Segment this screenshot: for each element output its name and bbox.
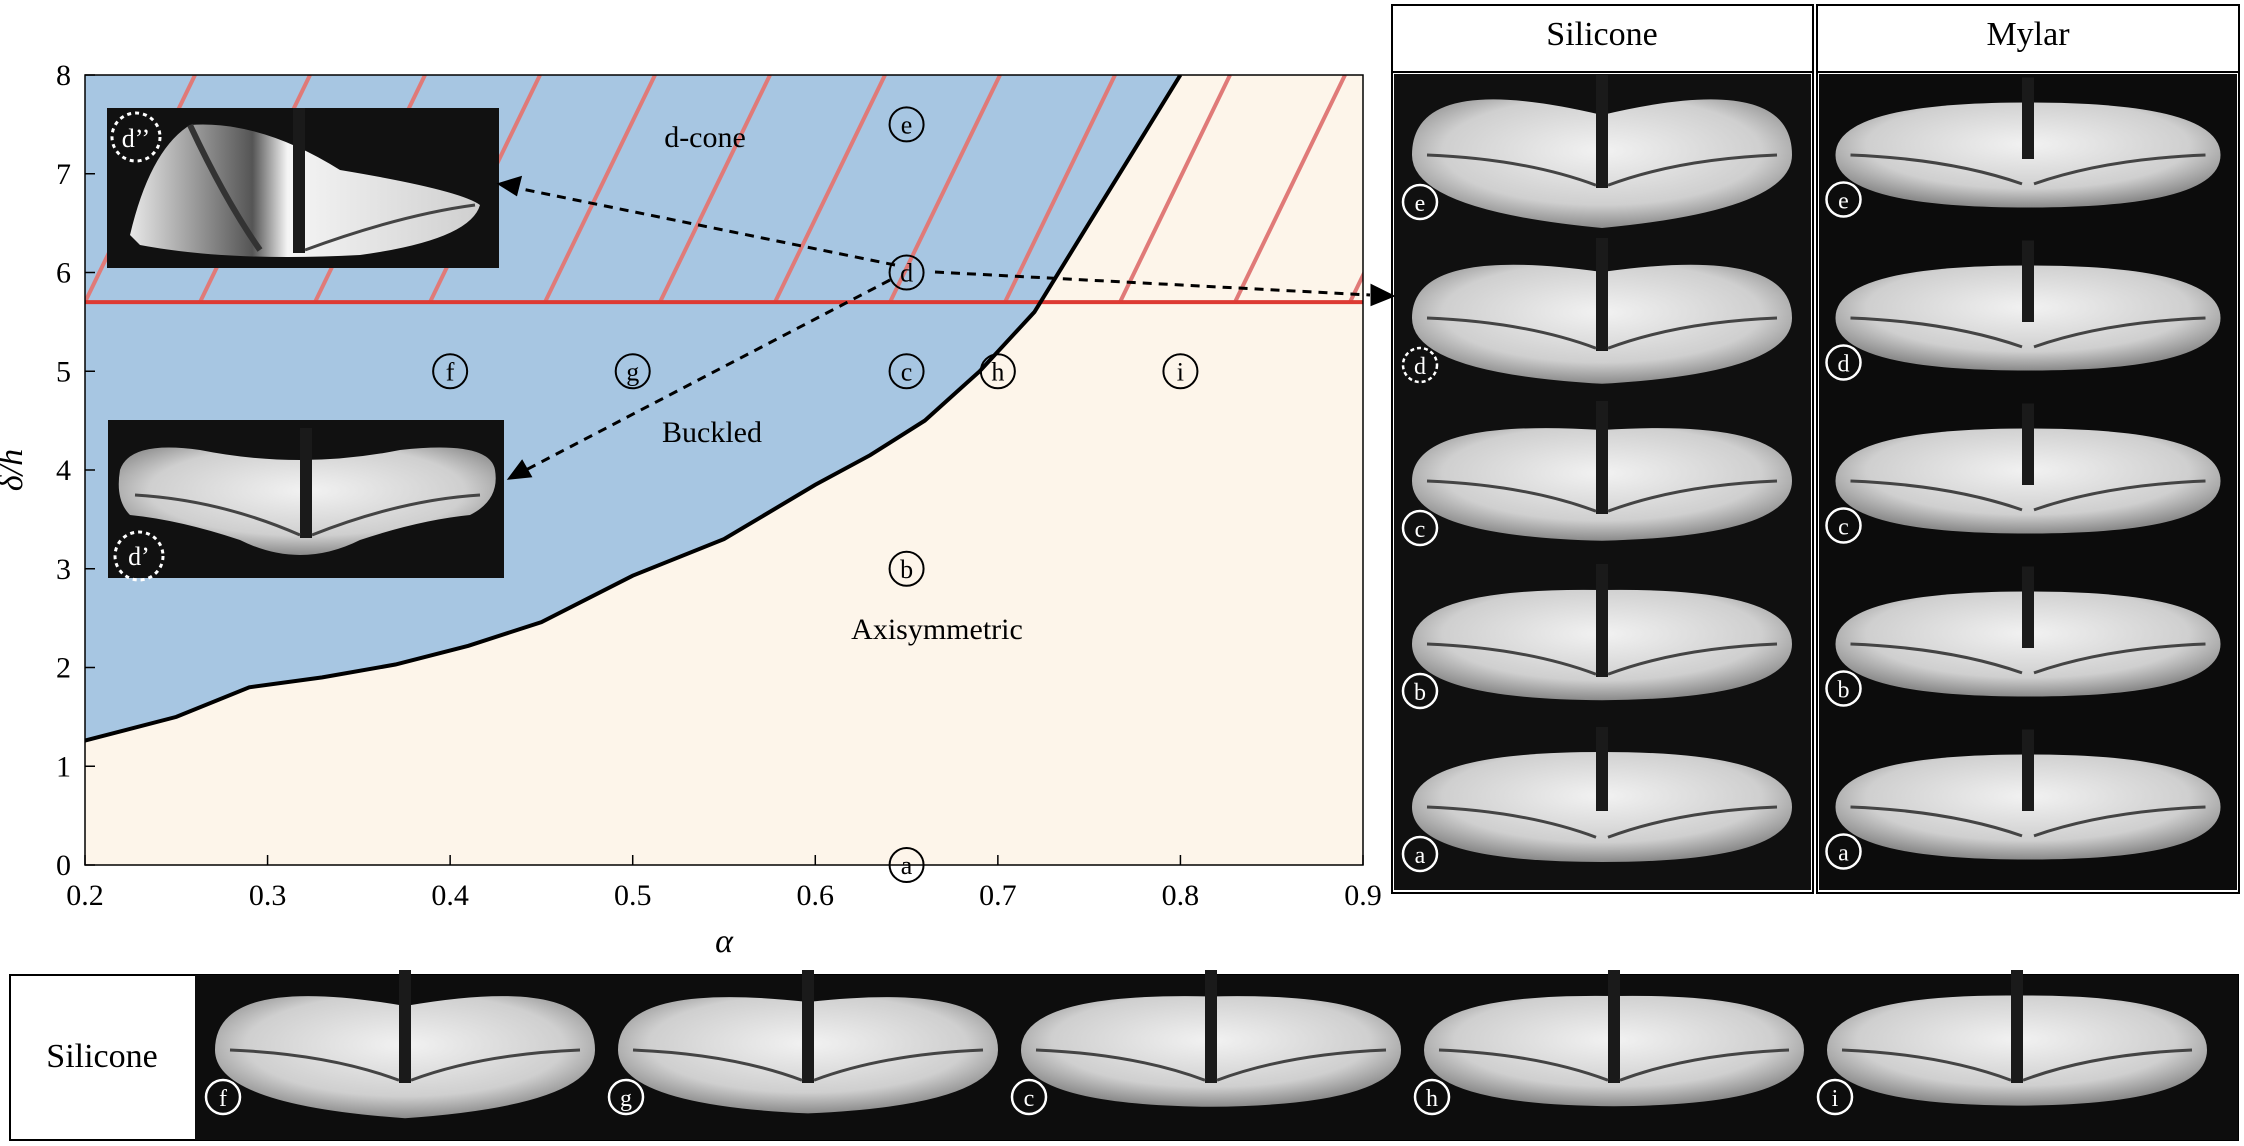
mylar-column-title: Mylar (1986, 16, 2070, 53)
photo-label: b (1838, 678, 1850, 704)
hatch-line (888, 75, 1002, 303)
bottom-strip-title: Silicone (46, 1038, 157, 1075)
y-axis: 0 1 2 3 4 5 6 7 8 (56, 59, 95, 882)
photo-label: a (1838, 841, 1849, 867)
hatch-line (1233, 75, 1347, 303)
silicone-photo-c: c (1401, 401, 1792, 547)
photo-label: d (1414, 354, 1426, 380)
inset-label-bottom: d’ (128, 542, 150, 571)
point-label-h: h (991, 357, 1004, 386)
mylar-photo-c: c (1825, 403, 2221, 544)
y-tick-label: 5 (56, 355, 71, 388)
photo-label: c (1024, 1086, 1035, 1112)
silicone-photo-d: d (1401, 238, 1792, 384)
point-label-b: b (900, 555, 913, 584)
photo-label: f (219, 1086, 227, 1112)
photo-label: e (1415, 191, 1426, 217)
point-label-a: a (901, 851, 913, 880)
point-marker-c (888, 353, 925, 390)
silicone-column-title: Silicone (1546, 16, 1657, 53)
x-tick-label: 0.3 (249, 879, 287, 912)
x-tick-label: 0.9 (1344, 879, 1382, 912)
y-tick-label: 6 (56, 257, 71, 290)
x-tick-label: 0.5 (614, 879, 652, 912)
silicone-photo-b: b (1401, 564, 1792, 710)
point-label-e: e (901, 110, 913, 139)
annotation-arrows (496, 175, 1396, 480)
y-tick-label: 3 (56, 553, 71, 586)
y-tick-label: 8 (56, 59, 71, 92)
x-tick-label: 0.6 (797, 879, 835, 912)
bottom-photo-g: g (607, 970, 998, 1116)
x-tick-label: 0.7 (979, 879, 1017, 912)
hatch-line (1118, 75, 1232, 303)
y-axis-label: δ/h (0, 449, 30, 491)
mylar-photo-column: e d c b a (1825, 77, 2221, 870)
inset-buckled: d’ (108, 420, 504, 582)
data-points: a b c d e f g h i (432, 106, 1199, 883)
y-tick-label: 2 (56, 652, 71, 685)
point-marker-a (888, 847, 925, 883)
region-label-dcone: d-cone (664, 121, 746, 154)
photo-label: c (1838, 515, 1849, 541)
bottom-strip: Silicone f g c h i (9, 970, 2239, 1141)
x-tick-label: 0.2 (66, 879, 104, 912)
mylar-photo-d: d (1825, 240, 2221, 381)
point-label-c: c (901, 357, 913, 386)
point-label-d: d (900, 259, 913, 288)
hatch-line (543, 75, 657, 303)
point-label-i: i (1177, 357, 1184, 386)
point-label-g: g (626, 357, 639, 386)
y-tick-label: 1 (56, 750, 71, 783)
photo-label: a (1415, 843, 1426, 869)
photo-label: d (1838, 352, 1850, 378)
bottom-photo-i: i (1816, 970, 2207, 1116)
mylar-photo-b: b (1825, 566, 2221, 707)
point-marker-g (614, 353, 651, 390)
point-label-f: f (446, 357, 455, 386)
point-marker-b (888, 550, 925, 587)
photo-label: e (1838, 189, 1849, 215)
inset-dcone: d’’ (107, 108, 499, 268)
region-label-buckled: Buckled (662, 416, 762, 449)
bottom-photo-c: c (1010, 970, 1401, 1116)
x-tick-label: 0.8 (1162, 879, 1200, 912)
y-tick-label: 0 (56, 849, 71, 882)
inset-label-top: d’’ (122, 124, 150, 153)
x-axis: 0.2 0.3 0.4 0.5 0.6 0.7 0.8 0.9 (66, 855, 1382, 912)
silicone-photo-e: e (1401, 75, 1792, 228)
silicone-photo-column: e d c b a (1401, 75, 1792, 873)
mylar-photo-e: e (1825, 77, 2221, 218)
region-label-axisymmetric: Axisymmetric (851, 613, 1023, 646)
bottom-photo-f: f (204, 970, 595, 1119)
hatch-line (773, 75, 887, 303)
mylar-photo-a: a (1825, 729, 2221, 870)
photo-label: i (1832, 1086, 1839, 1112)
photo-label: b (1414, 680, 1426, 706)
photo-label: g (620, 1086, 632, 1112)
y-tick-label: 7 (56, 158, 71, 191)
y-tick-label: 4 (56, 454, 71, 487)
photo-label: c (1415, 517, 1426, 543)
point-marker-d (888, 254, 925, 291)
phase-boundary-curve (85, 75, 1183, 743)
point-marker-f (432, 353, 469, 390)
point-marker-i (1162, 353, 1199, 390)
x-tick-label: 0.4 (431, 879, 469, 912)
point-marker-e (888, 106, 925, 143)
hatch-line (658, 75, 772, 303)
hatch-line (1003, 75, 1117, 303)
x-axis-label: α (715, 923, 734, 960)
silicone-photo-a: a (1401, 727, 1792, 873)
point-marker-h (979, 353, 1016, 390)
phase-diagram: 0.2 0.3 0.4 0.5 0.6 0.7 0.8 0.9 0 1 2 3 4 5 6 7 8 α δ/h… (0, 59, 1396, 960)
bottom-photo-h: h (1413, 970, 1804, 1116)
comparison-panels: Silicone Mylar e d c b a e d c b a (1391, 4, 2240, 894)
photo-label: h (1426, 1086, 1438, 1112)
